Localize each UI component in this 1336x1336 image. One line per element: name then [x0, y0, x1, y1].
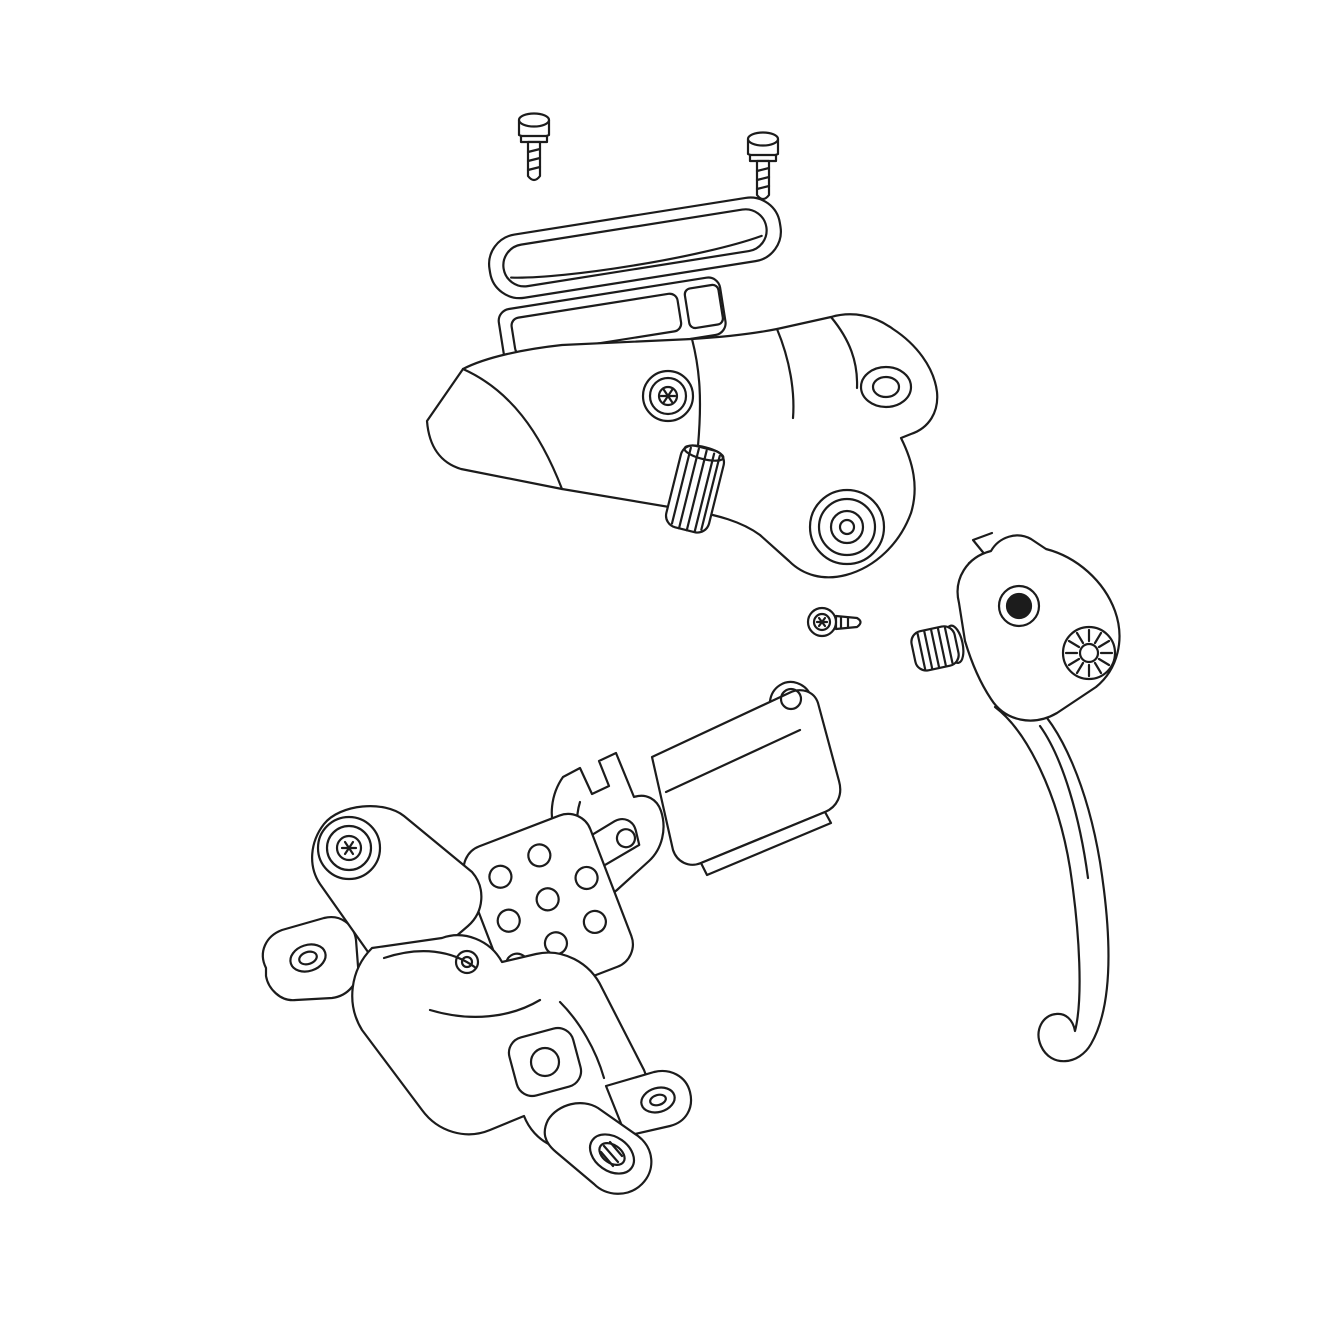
- diagram-root: [261, 112, 1121, 1195]
- caliper-piston-cap: [507, 1026, 583, 1098]
- caliper-mounting-hole-left: [289, 943, 327, 973]
- caliper-body: [261, 805, 693, 1195]
- pivot-screw: [806, 606, 862, 638]
- hose-port: [543, 1102, 653, 1195]
- contact-adjust-barrel: [664, 444, 726, 534]
- reach-adjust-knob: [910, 624, 965, 672]
- caliper-mount-ear-left: [261, 916, 360, 1002]
- reservoir-cover: [488, 196, 782, 300]
- bar-clamp-hole: [859, 365, 913, 409]
- cover-screw-left-icon: [517, 112, 551, 182]
- pad-pin-hole: [779, 687, 803, 711]
- master-cylinder-body: [425, 313, 939, 579]
- cover-screw-right-icon: [746, 131, 780, 201]
- pad-tab-hole: [615, 828, 637, 849]
- lever-pivot-bearing: [808, 488, 886, 566]
- brake-pad: [650, 680, 842, 877]
- lever-head-bolt: [1005, 592, 1033, 620]
- lever-head-dial: [1061, 625, 1117, 681]
- caliper-mount-boss: [316, 815, 382, 881]
- reservoir-diaphragm: [497, 276, 727, 368]
- lever-blade: [993, 698, 1110, 1063]
- body-torx-bolt: [641, 369, 695, 423]
- brake-pad-with-holes: [462, 812, 641, 1001]
- caliper-mounting-hole-right: [640, 1086, 676, 1114]
- lever-head: [956, 531, 1121, 722]
- caliper-mount-ear-right: [604, 1069, 693, 1138]
